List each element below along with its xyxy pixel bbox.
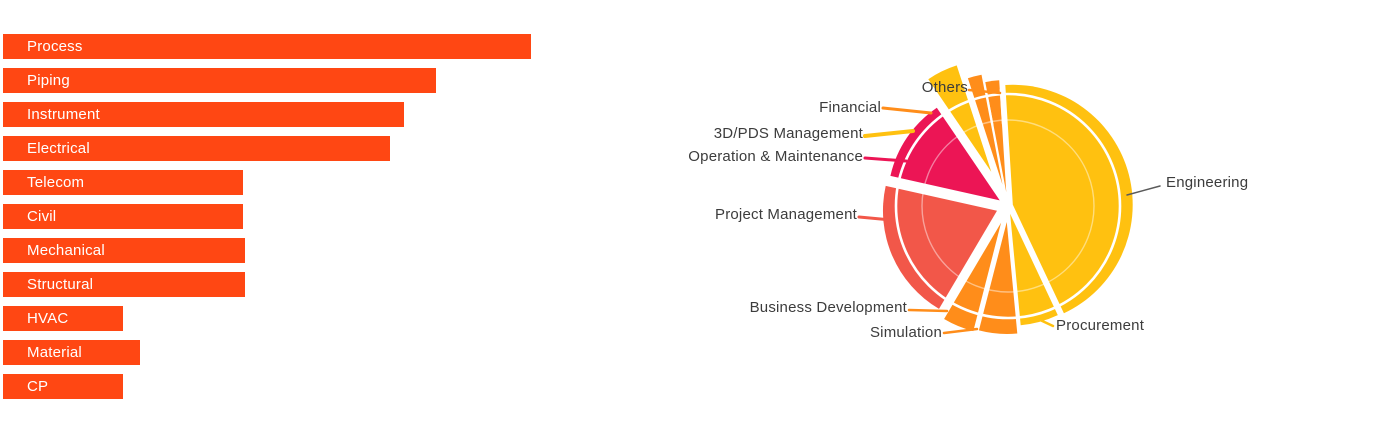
bar-electrical: Electrical [3,136,390,161]
bar-label: Piping [27,72,70,89]
pie-label-engineering: Engineering [1166,174,1249,191]
slice-separator [893,179,929,190]
bar-label: Structural [27,276,94,293]
slice-separator [985,90,994,126]
bar-label: HVAC [27,310,69,327]
pie-slice-others [985,80,1007,193]
bar-material: Material [3,340,140,365]
bar-instrument: Instrument [3,102,404,127]
pie-label-financial: Financial [819,99,881,116]
pie-label-operation_maintenance: Operation & Maintenance [688,148,863,165]
pie-label-dps_management: 3D/PDS Management [713,125,863,142]
leader-line-simulation [942,327,979,335]
bar-hvac: HVAC [3,306,123,331]
pie-label-procurement: Procurement [1056,317,1145,334]
leader-line-financial [881,106,933,115]
slice-separator [1042,279,1059,313]
pie-label-others: Others [921,79,968,96]
bar-label: CP [27,378,49,395]
slice-separator [970,94,984,129]
bar-telecom: Telecom [3,170,243,195]
pie-slice-operation_maintenance [890,107,1000,201]
leader-line-operation_maintenance [863,156,908,163]
bar-mechanical: Mechanical [3,238,245,263]
leader-line-procurement [1036,317,1055,328]
pie-label-simulation: Simulation [869,324,942,341]
pie-slice-simulation [978,221,1018,334]
pie-slice-business_development [944,222,1002,332]
slice-separator [999,89,1004,125]
bar-cp: CP [3,374,123,399]
donut-outer-ring [894,92,1122,320]
slice-separator [1014,287,1021,323]
bar-label: Telecom [27,174,85,191]
bar-label: Process [27,38,83,55]
slice-separator [941,108,963,139]
slice-separator [947,276,968,308]
bar-label: Instrument [27,106,100,123]
leader-line-dps_management [863,129,915,138]
leader-line-engineering [1126,185,1161,196]
pie-slice-procurement [1010,213,1058,326]
donut-inner-ring [921,119,1095,293]
bar-label: Material [27,344,82,361]
bar-label: Mechanical [27,242,105,259]
pie-label-business_development: Business Development [749,299,907,316]
pie-slice-financial [967,74,1003,185]
pie-slice-project_management [882,185,997,309]
pie-label-project_management: Project Management [714,206,857,223]
bar-structural: Structural [3,272,245,297]
bar-piping: Piping [3,68,436,93]
bar-label: Electrical [27,140,90,157]
slice-separator [977,285,989,320]
pie-slice-dps_management [928,65,992,172]
leader-line-project_management [857,215,893,222]
leader-line-business_development [907,308,949,313]
bar-label: Civil [27,208,57,225]
bar-civil: Civil [3,204,243,229]
leader-line-others [967,88,1002,95]
bar-process: Process [3,34,531,59]
